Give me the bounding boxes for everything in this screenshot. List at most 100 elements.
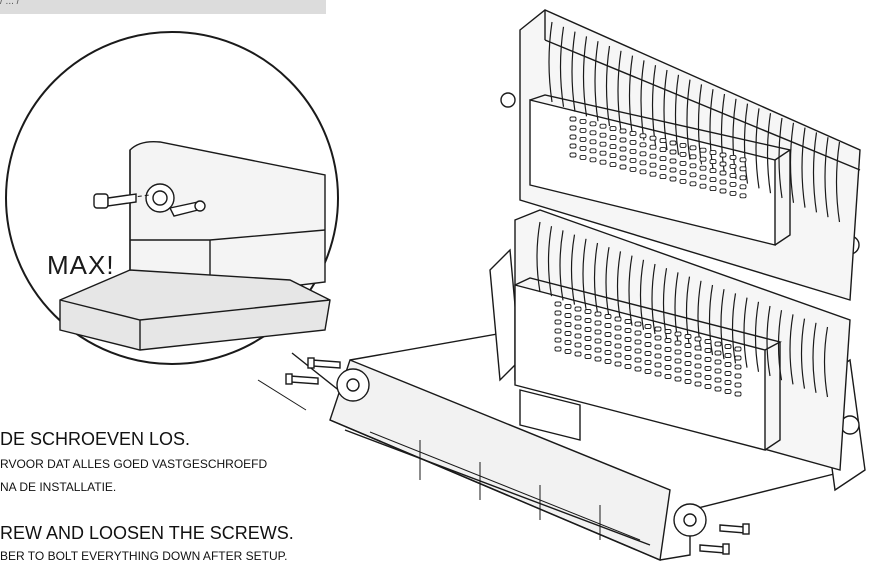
heatsink-fin [743,103,749,184]
vent-hole [729,181,737,187]
vent-hole [684,370,692,375]
vent-hole [724,353,732,358]
vent-hole [624,337,632,342]
heatsink-fin [801,127,806,208]
vent-hole [714,377,722,383]
vent-hole [664,329,672,334]
vent-hole [644,342,652,347]
vent-hole [689,163,697,169]
vent-hole [694,336,702,342]
vent-hole [599,123,607,129]
vent-hole [554,328,562,334]
heatsink-fin [685,276,691,347]
heatsink-fin [731,293,737,364]
screws [285,357,750,555]
vent-hole [659,147,667,153]
heatsink-fin [605,45,611,127]
vent-hole [634,339,642,345]
vent-hole [654,353,662,359]
vent-hole [609,135,617,141]
heatsink-fins-upper [548,21,841,223]
vent-hole [674,349,682,355]
vent-hole [589,148,597,154]
heatsink-fin [674,74,680,155]
vent-hole [629,157,637,163]
vent-hole [729,172,737,178]
heatsink-fin [812,132,818,213]
vent-hole [579,136,587,142]
vent-hole [614,325,622,331]
vent-hole [724,371,732,376]
vent-hole [694,363,702,369]
vent-hole [659,138,667,144]
vent-hole [739,175,747,181]
vent-hole [654,335,662,341]
heatsink-fin [536,221,541,293]
vent-hole [589,121,597,127]
vent-hole [569,152,577,158]
vent-hole [609,153,617,159]
vent-hole [664,347,672,352]
vent-hole [584,345,592,350]
vent-hole [634,321,642,327]
vent-hole [709,159,717,165]
vent-hole [699,147,707,153]
vent-hole [614,361,622,367]
vent-holes-upper [569,116,747,199]
vent-hole [599,132,607,138]
vent-hole [654,362,662,368]
vent-hole [609,144,617,150]
heatsink-fin [743,297,748,368]
vent-hole [599,159,607,165]
heatsink-fin [800,318,806,389]
vent-hole [669,167,677,173]
vent-hole [654,326,662,332]
vent-hole [594,356,602,362]
vent-hole [724,389,732,394]
vent-hole [554,337,562,343]
vent-hole [664,365,672,370]
heatsink-fin [720,289,725,360]
vent-hole [569,116,577,122]
heatsink-fin [755,108,760,189]
vent-hole [629,148,637,154]
vent-hole [699,183,707,189]
vent-hole [639,160,647,166]
vent-hole [574,333,582,339]
vent-hole [699,165,707,171]
vent-hole [594,320,602,326]
vent-hole [584,327,592,332]
vent-hole [609,126,617,132]
heatsink-fin [582,238,587,309]
heatsink-fin [559,230,564,301]
vent-hole [649,162,657,168]
heatsink-fin [617,50,622,131]
vent-hole [699,156,707,162]
vent-hole [719,161,727,167]
vent-hole [709,177,717,183]
heatsink-fin [663,69,668,151]
instruction-nl-line1: RVOOR DAT ALLES GOED VASTGESCHROEFD [0,457,268,471]
vent-hole [634,330,642,336]
vent-hole [599,150,607,156]
vent-hole [669,158,677,164]
vent-hole [554,346,562,352]
vent-hole [604,332,612,337]
vent-hole [619,155,627,161]
vent-hole [644,351,652,356]
vent-hole [739,184,747,190]
heatsink-fin [548,21,553,103]
vent-hole [639,169,647,175]
vent-hole [734,346,742,352]
vent-hole [569,134,577,140]
vent-hole [619,137,627,143]
instruction-en-title: REW AND LOOSEN THE SCREWS. [0,523,294,543]
heatsink-fin [594,41,599,122]
vent-hole [714,359,722,365]
vent-hole [564,331,572,336]
vent-hole [654,371,662,377]
vent-hole [729,190,737,196]
vent-hole [629,166,637,172]
vent-hole [694,381,702,387]
heatsink-fin [732,98,737,179]
